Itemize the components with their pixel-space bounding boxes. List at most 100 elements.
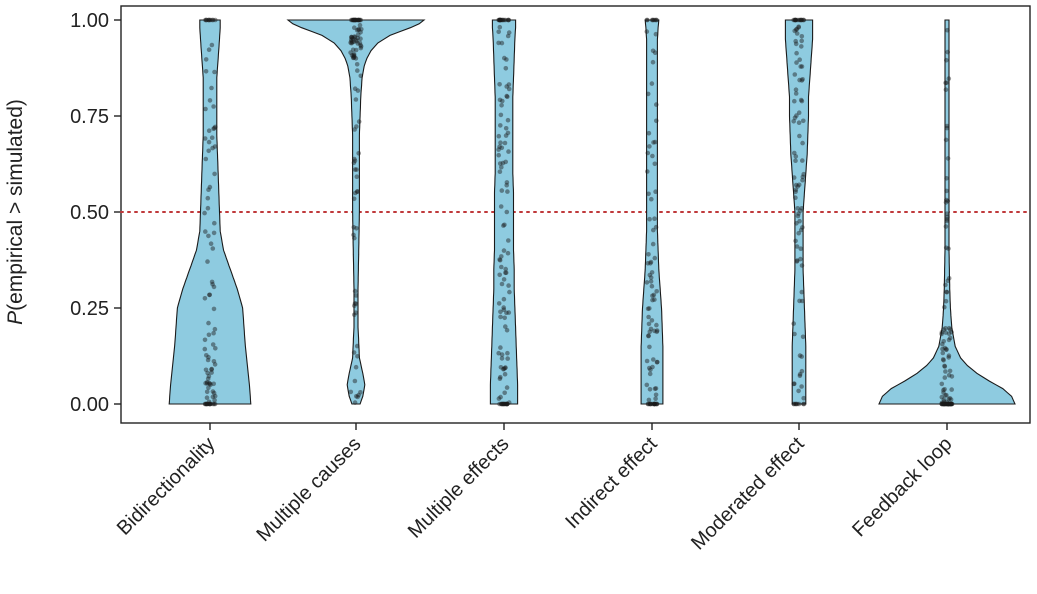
data-point: [352, 35, 358, 40]
data-point: [211, 306, 217, 312]
data-point: [942, 345, 948, 351]
data-point: [207, 17, 212, 23]
data-point: [506, 30, 512, 35]
data-point: [944, 80, 949, 86]
data-point: [352, 167, 358, 172]
data-point: [202, 401, 208, 407]
data-point: [654, 328, 660, 333]
data-point: [945, 49, 950, 55]
data-point: [794, 113, 799, 118]
data-point: [795, 401, 800, 407]
data-point: [796, 24, 801, 30]
data-point: [652, 401, 657, 407]
data-point: [497, 272, 503, 278]
data-point: [644, 280, 650, 285]
data-point: [647, 401, 653, 407]
data-point: [202, 296, 208, 301]
data-point: [647, 306, 652, 311]
data-point: [212, 220, 217, 226]
x-tick-label: Feedback loop: [848, 433, 956, 541]
data-point: [943, 401, 949, 407]
data-point: [503, 401, 509, 407]
data-point: [500, 401, 506, 407]
data-point: [355, 35, 361, 41]
data-point: [949, 401, 954, 407]
data-point: [354, 62, 360, 67]
data-point: [353, 56, 359, 61]
data-point: [497, 376, 503, 382]
data-point: [793, 401, 799, 407]
data-point: [497, 24, 503, 30]
data-point: [211, 401, 217, 407]
data-point: [799, 298, 805, 304]
data-point: [794, 259, 800, 264]
data-point: [204, 17, 209, 23]
data-point: [497, 17, 502, 23]
data-point: [207, 292, 212, 298]
data-point: [206, 47, 212, 52]
data-point: [943, 224, 949, 229]
data-point: [355, 17, 361, 23]
data-point: [497, 257, 503, 263]
data-point: [499, 165, 504, 170]
data-point: [654, 102, 659, 107]
data-point: [506, 17, 511, 23]
data-point: [497, 401, 502, 407]
data-point: [206, 373, 212, 379]
data-point: [498, 123, 503, 128]
data-point: [349, 53, 355, 58]
data-point: [653, 224, 659, 230]
data-point: [794, 221, 799, 226]
data-point: [210, 17, 216, 23]
data-point: [651, 357, 656, 362]
data-point: [646, 321, 652, 327]
data-point: [941, 358, 946, 363]
data-point: [644, 382, 650, 388]
data-point: [348, 389, 354, 395]
data-point: [944, 399, 950, 405]
data-point: [651, 17, 656, 23]
data-point: [653, 189, 658, 194]
data-point: [941, 327, 947, 332]
data-point: [211, 284, 217, 290]
data-point: [498, 140, 503, 145]
data-point: [946, 331, 952, 337]
data-point: [204, 389, 210, 395]
data-point: [496, 350, 502, 356]
data-point: [647, 387, 653, 392]
data-point: [210, 342, 216, 347]
data-point: [497, 17, 503, 23]
data-point: [945, 156, 951, 161]
data-point: [801, 17, 806, 23]
data-point: [648, 367, 653, 373]
data-point: [204, 401, 209, 407]
data-point: [206, 354, 211, 360]
data-point: [505, 250, 511, 256]
data-point: [794, 27, 799, 33]
data-point: [496, 147, 501, 152]
data-point: [205, 205, 211, 211]
data-point: [504, 401, 510, 407]
data-point: [204, 401, 209, 407]
data-point: [941, 390, 946, 395]
data-point: [497, 144, 502, 149]
data-point: [500, 17, 505, 23]
data-point: [650, 48, 656, 54]
data-point: [797, 57, 802, 62]
data-point: [352, 288, 358, 294]
data-point: [209, 279, 215, 285]
data-point: [797, 353, 803, 358]
data-point: [496, 133, 502, 139]
data-point: [800, 77, 805, 82]
data-point: [355, 354, 360, 359]
data-point: [354, 394, 359, 399]
data-point: [940, 401, 946, 407]
x-tick-label: Bidirectionality: [113, 433, 220, 540]
data-point: [497, 17, 503, 23]
data-point: [942, 401, 948, 407]
data-point: [504, 93, 510, 99]
data-point: [506, 17, 512, 23]
data-point: [352, 158, 358, 164]
data-point: [942, 401, 947, 407]
data-point: [793, 17, 798, 23]
